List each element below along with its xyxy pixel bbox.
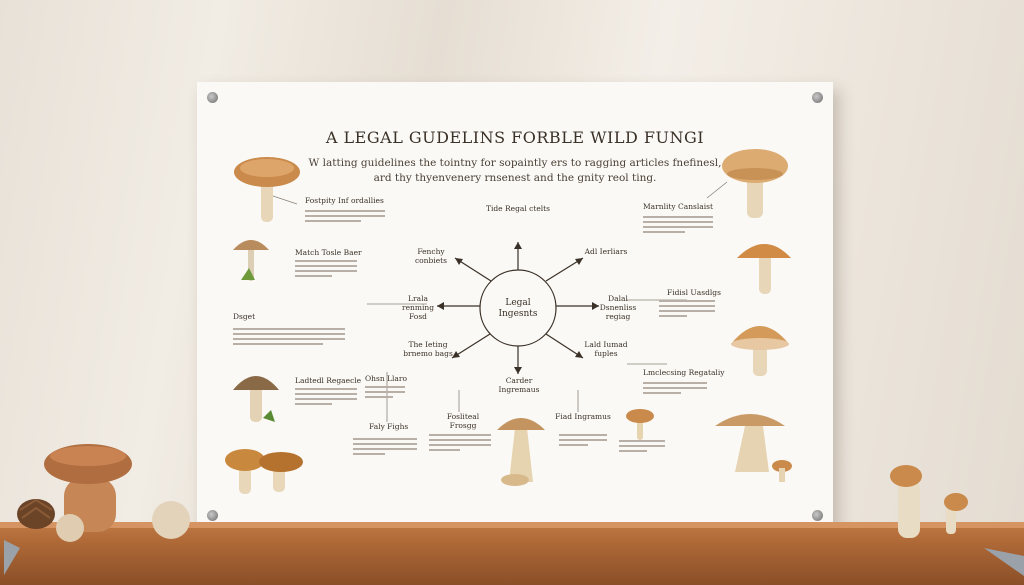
- text-block: [295, 388, 357, 408]
- wooden-mushroom-icon: [44, 444, 132, 532]
- heading-bottom-1: Fosliteal Frosgg: [446, 412, 480, 430]
- poster-subtitle-line-2: ard thy thyenvenery rnsenest and the gni…: [373, 172, 657, 184]
- heading-bottom-2: Fiad Ingramus: [555, 412, 611, 421]
- mushroom-icon: [715, 414, 792, 482]
- mushroom-icon: [225, 449, 303, 494]
- knife-icon: [4, 540, 20, 575]
- heading-left-2: Match Tosle Baer: [295, 248, 362, 257]
- mushroom-illustrations: [225, 149, 792, 494]
- mushroom-icon: [737, 244, 791, 294]
- text-block: [643, 216, 713, 236]
- poster-title: A LEGAL GUDELINS FORBLE WILD FUNGI: [325, 128, 705, 147]
- text-block: [233, 328, 345, 348]
- poster-subtitle-line-1: W latting guidelines the tointny for sop…: [308, 157, 722, 169]
- heading-right-3: Lmclecsing Regataliy: [643, 368, 725, 377]
- text-block: [365, 386, 405, 401]
- heading-right-2: Fidisl Uasdlgs: [667, 288, 721, 297]
- label-top-center: Tide Regal ctelts: [485, 204, 551, 213]
- text-block: [559, 434, 607, 449]
- label-mid-right: Dalal Dsnenliss regiag: [599, 294, 637, 321]
- label-bottom-center: Carder Ingremaus: [498, 376, 540, 394]
- screw-icon: [812, 92, 823, 103]
- screw-icon: [207, 510, 218, 521]
- heading-left-5: Ohsn Llaro: [365, 374, 407, 383]
- stone-icon: [56, 514, 84, 542]
- hub-label: Legal Ingesnts: [498, 298, 538, 319]
- label-lower-left: The Ieting brnemo bags: [403, 340, 453, 358]
- heading-right-1: Marnlity Canslaist: [643, 202, 714, 211]
- mushroom-icon: [626, 409, 654, 440]
- heading-left-6: Faly Fighs: [369, 422, 409, 431]
- heading-left-4: Ladtedl Regaecle: [295, 376, 362, 385]
- label-lower-right: Lald Iumad fuples: [584, 340, 628, 358]
- text-block: [619, 440, 665, 455]
- label-upper-right: Adl Ierliars: [584, 247, 628, 256]
- text-block: [305, 210, 385, 225]
- text-block: [643, 382, 707, 397]
- heading-left-1: Fostpity Inf ordallies: [305, 196, 384, 205]
- screw-icon: [812, 510, 823, 521]
- mushroom-icon: [234, 157, 300, 222]
- mushroom-icon: [233, 376, 279, 422]
- mushroom-icon: [722, 149, 788, 218]
- label-upper-left: Fenchy conbiets: [414, 247, 448, 265]
- heading-left-3: Dsget: [233, 312, 256, 321]
- shelf-edge: [0, 522, 1024, 528]
- mushroom-icon: [497, 418, 545, 486]
- mushroom-icon: [233, 240, 269, 281]
- pinecone-icon: [17, 498, 55, 529]
- hub-diagram: [266, 181, 728, 422]
- screw-icon: [207, 92, 218, 103]
- text-block: [429, 434, 491, 454]
- mushroom-figurine-icon: [944, 493, 968, 534]
- fungi-guidelines-poster: A LEGAL GUDELINS FORBLE WILD FUNGI W lat…: [197, 82, 833, 525]
- mushroom-figurine-icon: [890, 465, 922, 538]
- mushroom-icon: [731, 326, 789, 376]
- label-mid-left: Lrala renming Fosd: [402, 294, 434, 321]
- text-block: [659, 300, 715, 320]
- stone-icon: [152, 501, 190, 539]
- text-block: [353, 438, 417, 458]
- knife-icon: [984, 548, 1024, 576]
- text-block: [295, 260, 357, 280]
